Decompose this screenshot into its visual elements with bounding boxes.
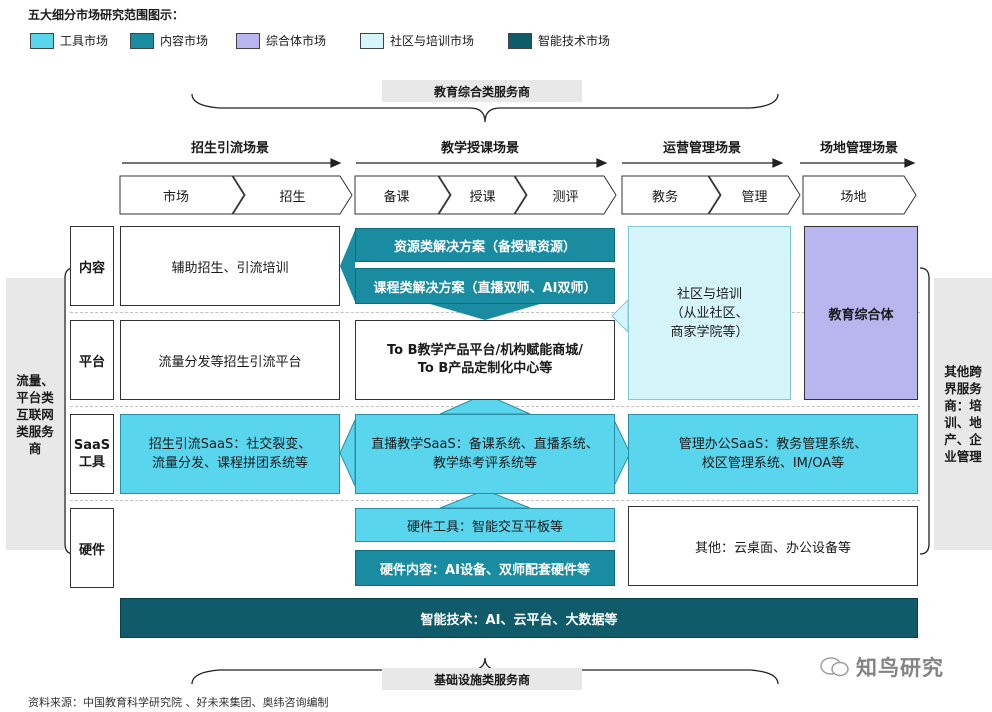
content-resource-solution: 资源类解决方案（备授课资源） bbox=[355, 228, 615, 262]
scene-label: 招生引流场景 bbox=[190, 140, 269, 156]
saas-mid-cell: 直播教学SaaS：备课系统、直播系统、 教学练考评系统等 bbox=[355, 414, 615, 494]
stage-label: 场地 bbox=[840, 189, 867, 205]
scene-label: 教学授课场景 bbox=[440, 140, 519, 156]
education-complex-cell: 教育综合体 bbox=[804, 226, 918, 400]
community-training-cell: 社区与培训 （从业社区、 商家学院等） bbox=[628, 226, 791, 400]
top-brace bbox=[191, 93, 779, 123]
row-label-content: 内容 bbox=[70, 226, 114, 306]
saas-right-cell: 管理办公SaaS：教务管理系统、 校区管理系统、IM/OA等 bbox=[628, 414, 918, 494]
watermark: 知鸟研究 bbox=[820, 652, 980, 682]
left-bracket bbox=[64, 267, 75, 555]
side-right-providers: 其他跨 界服务 商：培 训、地 产、企 业管理 bbox=[934, 278, 992, 550]
row-label-platform: 平台 bbox=[70, 320, 114, 400]
legend-swatch bbox=[236, 32, 260, 49]
scene-arrows bbox=[122, 158, 916, 168]
platform-mid-cell: To B教学产品平台/机构赋能商城/ To B产品定制化中心等 bbox=[355, 320, 615, 400]
stage-label: 备课 bbox=[383, 189, 410, 205]
legend-item: 综合体市场 bbox=[236, 32, 360, 49]
diagram-title: 五大细分市场研究范围图示： bbox=[28, 8, 185, 22]
legend-item: 社区与培训市场 bbox=[360, 32, 508, 49]
row-label-saas: SaaS 工具 bbox=[70, 414, 114, 494]
hardware-tool-cell: 硬件工具：智能交互平板等 bbox=[355, 508, 615, 542]
scene-label: 场地管理场景 bbox=[819, 140, 898, 156]
hardware-content-cell: 硬件内容：AI设备、双师配套硬件等 bbox=[355, 550, 615, 586]
bottom-brace bbox=[191, 657, 779, 685]
stage-label: 市场 bbox=[162, 189, 189, 205]
bottom-provider-label: 基础设施类服务商 bbox=[382, 668, 582, 690]
legend-item: 内容市场 bbox=[130, 32, 236, 49]
legend-label: 内容市场 bbox=[160, 34, 209, 48]
platform-left-cell: 流量分发等招生引流平台 bbox=[120, 320, 340, 400]
content-course-solution: 课程类解决方案（直播双师、AI双师） bbox=[355, 268, 615, 304]
watermark-text: 知鸟研究 bbox=[856, 656, 944, 680]
content-left-cell: 辅助招生、引流培训 bbox=[120, 226, 340, 306]
legend-item: 工具市场 bbox=[30, 32, 130, 49]
row-label-hardware: 硬件 bbox=[70, 508, 114, 588]
legend-label: 社区与培训市场 bbox=[390, 34, 475, 48]
wechat-icon bbox=[820, 656, 850, 678]
legend-swatch bbox=[30, 32, 54, 49]
legend-label: 智能技术市场 bbox=[538, 34, 611, 48]
stage-label: 测评 bbox=[552, 189, 579, 205]
smart-tech-bar: 智能技术：AI、云平台、大数据等 bbox=[120, 598, 918, 638]
legend-swatch bbox=[360, 32, 384, 49]
legend-item: 智能技术市场 bbox=[508, 32, 638, 49]
legend-swatch bbox=[130, 32, 154, 49]
legend-swatch bbox=[508, 32, 532, 49]
source-note: 资料来源：中国教育科学研究院 、好未来集团、奥纬咨询编制 bbox=[28, 696, 329, 709]
legend-label: 工具市场 bbox=[60, 34, 109, 48]
hardware-other-cell: 其他：云桌面、办公设备等 bbox=[628, 506, 918, 586]
stage-label: 管理 bbox=[741, 189, 768, 205]
right-bracket bbox=[919, 267, 930, 555]
stage-label: 招生 bbox=[279, 189, 306, 205]
side-left-providers: 流量、 平台类 互联网 类服务 商 bbox=[6, 278, 64, 550]
legend-label: 综合体市场 bbox=[266, 34, 327, 48]
stage-label: 授课 bbox=[469, 189, 496, 205]
scene-label: 运营管理场景 bbox=[662, 140, 741, 156]
legend: 工具市场 内容市场 综合体市场 社区与培训市场 智能技术市场 bbox=[30, 32, 638, 49]
stage-label: 教务 bbox=[651, 189, 678, 205]
stage-chevrons bbox=[119, 175, 917, 215]
top-provider-label: 教育综合类服务商 bbox=[382, 80, 582, 102]
saas-left-cell: 招生引流SaaS：社交裂变、 流量分发、课程拼团系统等 bbox=[120, 414, 340, 494]
